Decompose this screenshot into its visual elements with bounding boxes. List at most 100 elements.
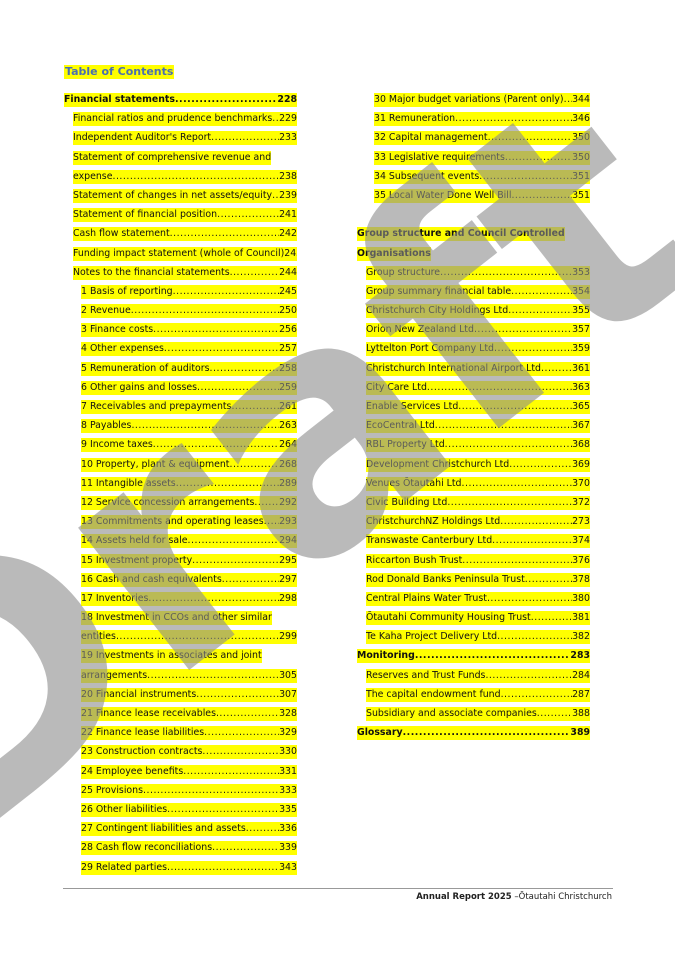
toc-entry[interactable]: Statement of financial position241 (64, 206, 297, 225)
toc-entry[interactable]: City Care Ltd363 (357, 379, 590, 398)
toc-entry[interactable]: Statement of comprehensive revenue and (64, 149, 297, 168)
toc-entry[interactable]: 19 Investments in associates and joint (64, 647, 297, 666)
toc-entry-highlight[interactable]: Rod Donald Banks Peninsula Trust378 (366, 572, 590, 587)
toc-entry-highlight[interactable]: Enable Services Ltd365 (366, 400, 590, 414)
toc-entry-highlight[interactable]: 5 Remuneration of auditors258 (81, 361, 297, 376)
toc-entry[interactable]: 6 Other gains and losses259 (64, 379, 297, 398)
toc-entry[interactable]: 27 Contingent liabilities and assets336 (64, 820, 297, 839)
toc-entry[interactable]: 25 Provisions333 (64, 782, 297, 801)
toc-entry-highlight[interactable]: 32 Capital management350 (374, 131, 590, 146)
toc-entry-highlight[interactable]: 21 Finance lease receivables328 (81, 707, 297, 721)
toc-entry[interactable]: Cash flow statement242 (64, 225, 297, 244)
toc-entry[interactable]: 4 Other expenses257 (64, 340, 297, 359)
toc-entry[interactable]: ChristchurchNZ Holdings Ltd273 (357, 513, 590, 532)
toc-entry-highlight[interactable]: 8 Payables263 (81, 419, 297, 434)
toc-entry-highlight[interactable]: Civic Building Ltd372 (366, 495, 590, 510)
toc-entry-highlight[interactable]: 4 Other expenses257 (81, 342, 297, 357)
toc-entry-highlight[interactable]: Independent Auditor's Report233 (73, 131, 297, 146)
toc-entry-highlight[interactable]: 1 Basis of reporting245 (81, 284, 297, 299)
toc-entry-highlight[interactable]: Group summary financial table354 (366, 284, 590, 299)
toc-entry[interactable]: Civic Building Ltd372 (357, 494, 590, 513)
toc-entry[interactable]: Riccarton Bush Trust376 (357, 552, 590, 571)
toc-entry-highlight[interactable]: 34 Subsequent events351 (374, 169, 590, 184)
toc-entry-highlight[interactable]: RBL Property Ltd368 (366, 438, 590, 453)
toc-entry-highlight[interactable]: 11 Intangible assets289 (81, 476, 297, 491)
toc-entry[interactable]: arrangements305 (64, 667, 297, 686)
toc-entry[interactable]: 15 Investment property295 (64, 552, 297, 571)
toc-entry[interactable]: EcoCentral Ltd367 (357, 417, 590, 436)
toc-entry[interactable]: Financial statements228 (64, 91, 297, 110)
toc-entry-highlight[interactable]: 26 Other liabilities335 (81, 802, 297, 817)
toc-entry[interactable]: 21 Finance lease receivables328 (64, 705, 297, 724)
toc-entry-highlight[interactable]: 28 Cash flow reconciliations339 (81, 841, 297, 856)
toc-entry-highlight[interactable]: Lyttelton Port Company Ltd359 (366, 342, 590, 357)
toc-entry-highlight[interactable]: 7 Receivables and prepayments261 (81, 400, 297, 414)
toc-entry-highlight[interactable]: ChristchurchNZ Holdings Ltd273 (366, 515, 590, 530)
toc-entry-highlight[interactable]: 20 Financial instruments307 (81, 687, 297, 702)
toc-entry[interactable]: Christchurch City Holdings Ltd355 (357, 302, 590, 321)
toc-entry-highlight[interactable]: The capital endowment fund287 (366, 687, 590, 702)
toc-entry[interactable]: 8 Payables263 (64, 417, 297, 436)
toc-entry[interactable]: 20 Financial instruments307 (64, 686, 297, 705)
toc-entry-highlight[interactable]: Orion New Zealand Ltd357 (366, 323, 590, 338)
toc-entry-highlight[interactable]: Financial ratios and prudence benchmarks… (73, 112, 297, 127)
toc-entry-highlight[interactable]: City Care Ltd363 (366, 380, 590, 395)
toc-entry-highlight[interactable]: 16 Cash and cash equivalents297 (81, 572, 297, 587)
toc-entry-highlight[interactable]: 3 Finance costs256 (81, 323, 297, 338)
toc-entry-highlight[interactable]: Group structure353 (366, 265, 590, 280)
toc-entry[interactable]: 5 Remuneration of auditors258 (64, 360, 297, 379)
toc-entry-highlight[interactable]: 13 Commitments and operating leases293 (81, 515, 297, 530)
toc-entry[interactable]: 34 Subsequent events351 (357, 168, 590, 187)
toc-entry-highlight[interactable]: Transwaste Canterbury Ltd374 (366, 534, 590, 549)
toc-entry[interactable]: Statement of changes in net assets/equit… (64, 187, 297, 206)
toc-entry[interactable]: 14 Assets held for sale294 (64, 532, 297, 551)
toc-entry-highlight[interactable]: 29 Related parties343 (81, 860, 297, 875)
toc-entry[interactable]: Te Kaha Project Delivery Ltd382 (357, 628, 590, 647)
toc-entry-highlight[interactable]: Statement of financial position241 (73, 208, 297, 223)
toc-entry[interactable]: 12 Service concession arrangements292 (64, 494, 297, 513)
toc-entry[interactable]: The capital endowment fund287 (357, 686, 590, 705)
toc-entry-highlight[interactable]: EcoCentral Ltd367 (366, 419, 590, 434)
toc-entry-highlight[interactable]: 31 Remuneration346 (374, 112, 590, 127)
toc-entry[interactable]: Funding impact statement (whole of Counc… (64, 245, 297, 264)
toc-entry-highlight[interactable]: Statement of changes in net assets/equit… (73, 188, 297, 203)
toc-entry[interactable]: 22 Finance lease liabilities329 (64, 724, 297, 743)
toc-entry[interactable]: Reserves and Trust Funds284 (357, 667, 590, 686)
toc-entry-highlight[interactable]: Riccarton Bush Trust376 (366, 553, 590, 568)
toc-entry[interactable]: 31 Remuneration346 (357, 110, 590, 129)
toc-entry[interactable]: Independent Auditor's Report233 (64, 129, 297, 148)
toc-entry-highlight[interactable]: 35 Local Water Done Well Bill351 (374, 188, 590, 203)
toc-entry-highlight[interactable]: Te Kaha Project Delivery Ltd382 (366, 630, 590, 645)
toc-entry-highlight[interactable]: Organisations (357, 246, 431, 261)
toc-entry-highlight[interactable]: Funding impact statement (whole of Counc… (73, 246, 297, 261)
toc-entry[interactable]: Venues Ōtautahi Ltd370 (357, 475, 590, 494)
toc-entry[interactable]: RBL Property Ltd368 (357, 436, 590, 455)
toc-entry[interactable]: Monitoring 283 (357, 647, 590, 666)
toc-entry[interactable]: 29 Related parties343 (64, 859, 297, 878)
toc-entry[interactable]: Subsidiary and associate companies388 (357, 705, 590, 724)
toc-entry-highlight[interactable]: 10 Property, plant & equipment268 (81, 457, 297, 472)
toc-entry[interactable]: 7 Receivables and prepayments261 (64, 398, 297, 417)
toc-entry-highlight[interactable]: Reserves and Trust Funds284 (366, 668, 590, 683)
toc-entry[interactable]: Group structure and Council Controlled (357, 225, 590, 244)
toc-entry[interactable]: 35 Local Water Done Well Bill351 (357, 187, 590, 206)
toc-entry-highlight[interactable]: Venues Ōtautahi Ltd370 (366, 476, 590, 491)
toc-entry-highlight[interactable]: 30 Major budget variations (Parent only)… (374, 93, 590, 107)
toc-entry[interactable]: Financial ratios and prudence benchmarks… (64, 110, 297, 129)
toc-entry[interactable]: 24 Employee benefits331 (64, 763, 297, 782)
toc-entry-highlight[interactable]: Financial statements228 (64, 93, 297, 107)
toc-entry-highlight[interactable]: Cash flow statement242 (73, 227, 297, 242)
toc-entry-highlight[interactable]: 33 Legislative requirements350 (374, 150, 590, 165)
toc-entry[interactable]: Enable Services Ltd365 (357, 398, 590, 417)
toc-entry-highlight[interactable]: Ōtautahi Community Housing Trust381 (366, 611, 590, 626)
toc-entry[interactable]: 30 Major budget variations (Parent only)… (357, 91, 590, 110)
toc-entry-highlight[interactable]: 6 Other gains and losses259 (81, 380, 297, 395)
toc-entry[interactable]: 18 Investment in CCOs and other similar (64, 609, 297, 628)
toc-entry-highlight[interactable]: Glossary 389 (357, 726, 590, 741)
toc-entry[interactable]: 10 Property, plant & equipment268 (64, 456, 297, 475)
toc-entry-highlight[interactable]: 27 Contingent liabilities and assets336 (81, 822, 297, 837)
toc-entry[interactable]: 32 Capital management350 (357, 129, 590, 148)
toc-entry[interactable]: 3 Finance costs256 (64, 321, 297, 340)
toc-entry[interactable]: Glossary 389 (357, 724, 590, 743)
toc-entry-highlight[interactable]: 15 Investment property295 (81, 553, 297, 568)
